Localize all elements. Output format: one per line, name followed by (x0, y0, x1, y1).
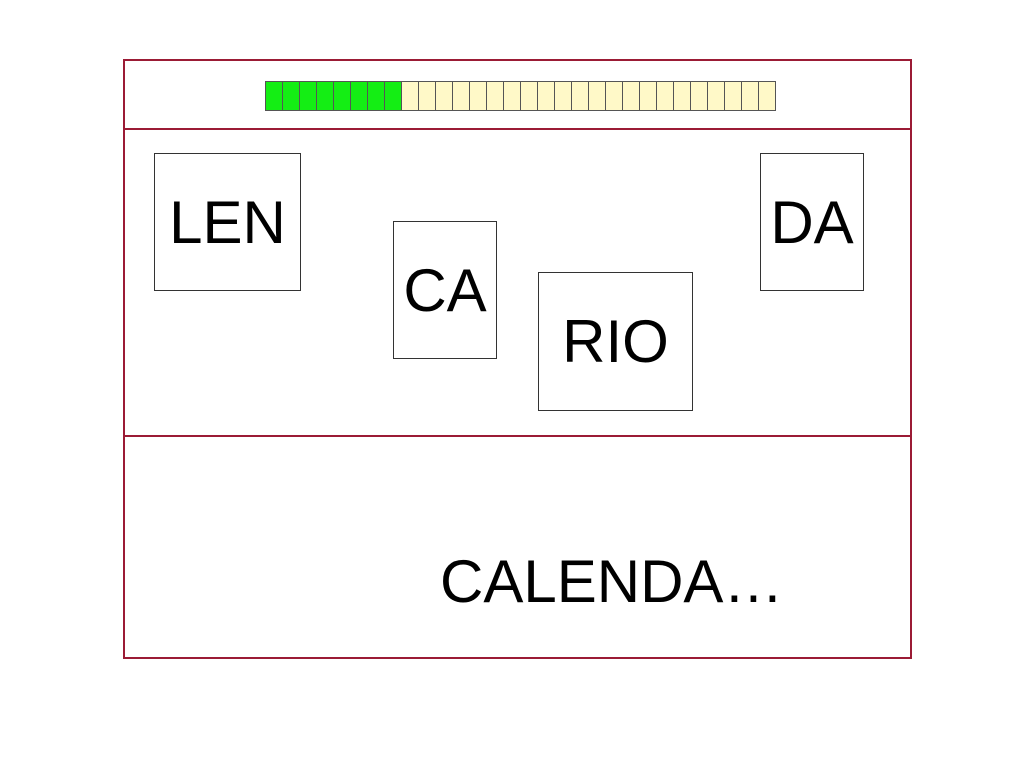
progress-cell (725, 81, 742, 111)
progress-cell (334, 81, 351, 111)
syllable-tile-da[interactable]: DA (760, 153, 864, 291)
syllable-tile-rio[interactable]: RIO (538, 272, 693, 411)
progress-cell (266, 81, 283, 111)
progress-cell (555, 81, 572, 111)
progress-cell (368, 81, 385, 111)
progress-cell (708, 81, 725, 111)
progress-cell (691, 81, 708, 111)
progress-cell (300, 81, 317, 111)
progress-cell (521, 81, 538, 111)
answer-section: CALENDA… (125, 437, 910, 657)
progress-cell (453, 81, 470, 111)
progress-cell (572, 81, 589, 111)
progress-cell (606, 81, 623, 111)
progress-cell (283, 81, 300, 111)
progress-cell (589, 81, 606, 111)
progress-cell (504, 81, 521, 111)
tiles-section: LEN CA RIO DA (125, 130, 910, 437)
progress-cell (317, 81, 334, 111)
progress-bar (265, 81, 776, 111)
progress-cell (402, 81, 419, 111)
progress-cell (419, 81, 436, 111)
progress-cell (623, 81, 640, 111)
progress-cell (640, 81, 657, 111)
progress-cell (351, 81, 368, 111)
progress-cell (759, 81, 776, 111)
progress-section (125, 61, 910, 130)
progress-cell (538, 81, 555, 111)
answer-word: CALENDA… (440, 548, 784, 615)
progress-cell (385, 81, 402, 111)
game-frame: LEN CA RIO DA CALENDA… (123, 59, 912, 659)
progress-cell (742, 81, 759, 111)
progress-cell (657, 81, 674, 111)
syllable-tile-len[interactable]: LEN (154, 153, 301, 291)
progress-cell (674, 81, 691, 111)
progress-cell (487, 81, 504, 111)
progress-cell (436, 81, 453, 111)
syllable-tile-ca[interactable]: CA (393, 221, 497, 359)
progress-cell (470, 81, 487, 111)
